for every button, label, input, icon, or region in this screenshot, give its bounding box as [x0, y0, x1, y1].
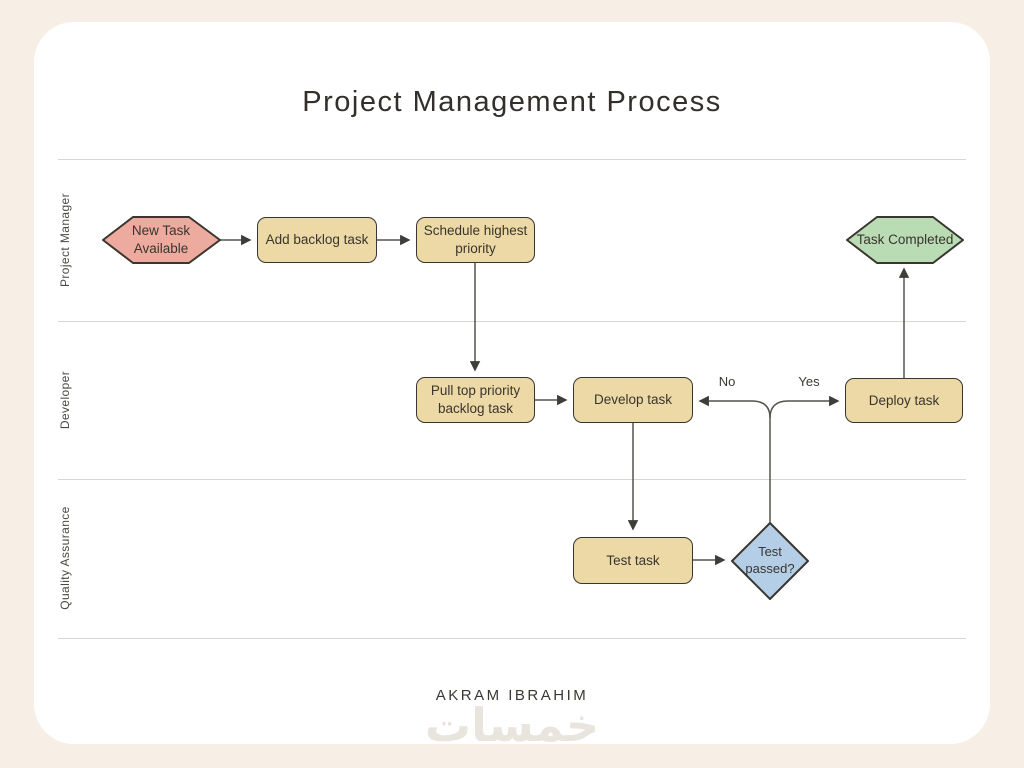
node-task-completed: Task Completed	[856, 232, 954, 248]
khamsat-watermark: خمسات	[424, 698, 600, 752]
node-test-passed: Test passed?	[745, 544, 795, 576]
connector-yes-branch	[769, 395, 840, 419]
node-shape-new-task	[102, 216, 221, 264]
author-name: AKRAM IBRAHIM	[435, 687, 589, 704]
lane-divider	[58, 159, 966, 160]
node-deploy-task: Deploy task	[845, 378, 963, 423]
connector-no-branch	[698, 395, 771, 419]
edge-label-yes: Yes	[798, 374, 820, 389]
edge-label-no: No	[718, 374, 736, 389]
node-shape-test-passed	[731, 522, 809, 600]
lane-divider	[58, 321, 966, 322]
node-add-backlog-task: Add backlog task	[257, 217, 377, 263]
lane-divider	[58, 479, 966, 480]
node-develop-task: Develop task	[573, 377, 693, 423]
node-shape-task-completed	[846, 216, 964, 264]
page-title: Project Management Process	[302, 86, 722, 118]
node-test-task: Test task	[573, 537, 693, 584]
node-pull-top-priority: Pull top priority backlog task	[416, 377, 535, 423]
node-new-task-available: New Task Available	[131, 223, 191, 256]
node-schedule-highest-priority: Schedule highest priority	[416, 217, 535, 263]
lane-divider	[58, 638, 966, 639]
